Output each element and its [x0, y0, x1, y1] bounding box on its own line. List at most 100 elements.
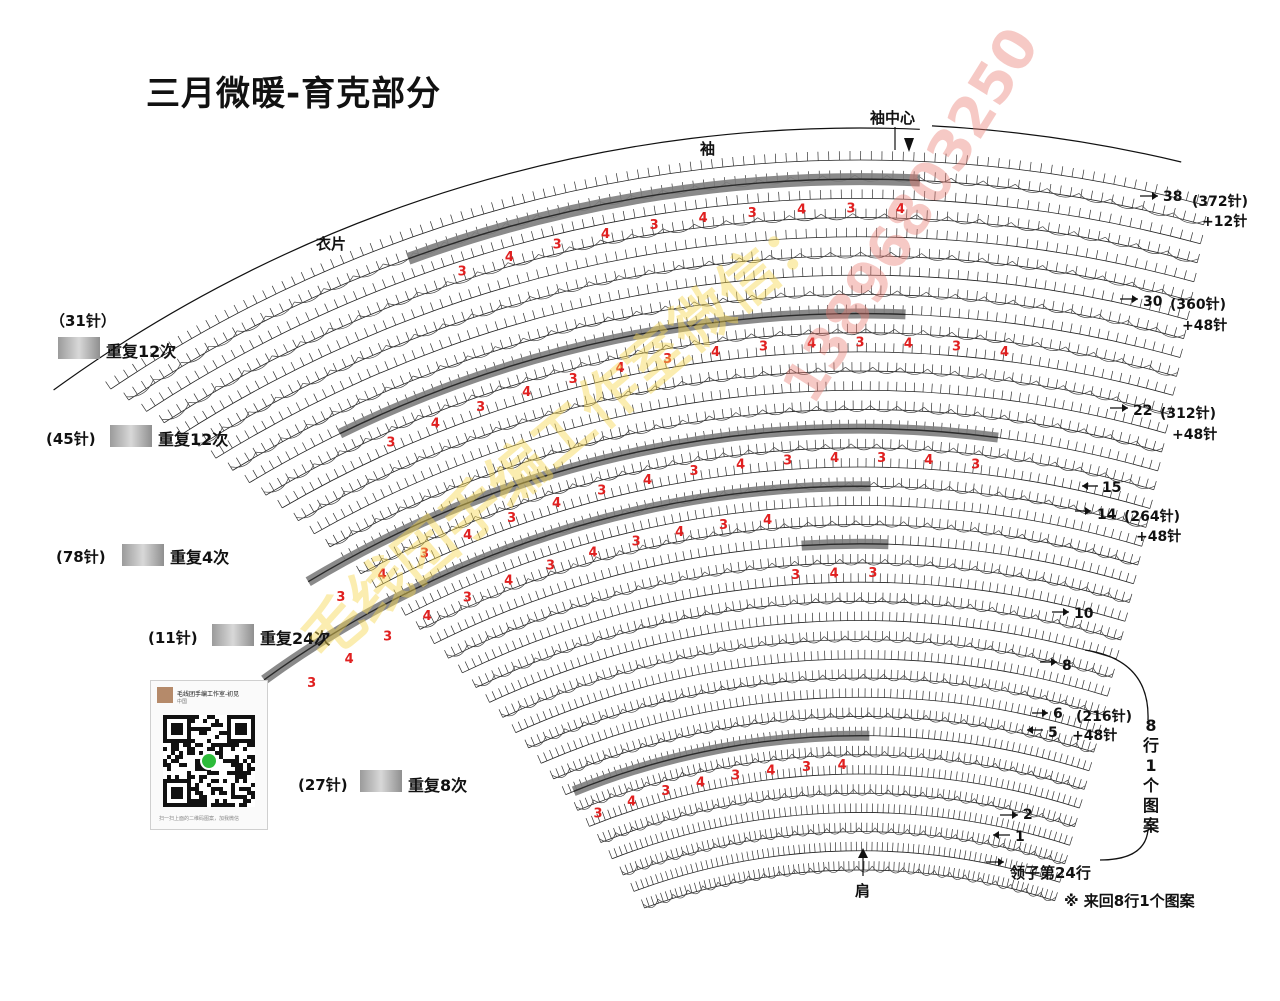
stitch-mark	[689, 647, 692, 657]
stitch-mark	[952, 577, 955, 587]
stitch-mark	[668, 730, 672, 740]
stitch-mark	[957, 347, 959, 357]
stitch-mark	[775, 557, 777, 567]
stitch-mark	[767, 809, 770, 819]
chain-loop	[1054, 461, 1081, 471]
stitch-mark	[972, 715, 975, 725]
chain-loop	[1042, 812, 1060, 822]
chain-loop	[735, 370, 764, 379]
stitch-mark	[700, 802, 704, 812]
stitch-mark	[725, 777, 728, 787]
stitch-mark	[652, 596, 656, 606]
stitch-mark	[549, 749, 554, 759]
stitch-mark	[375, 449, 380, 458]
stitch-mark	[812, 689, 815, 699]
stitch-mark	[1027, 627, 1031, 637]
stitch-mark	[1037, 201, 1040, 211]
stitch-mark	[973, 696, 976, 706]
stitch-mark	[429, 614, 435, 623]
stitch-mark	[758, 462, 760, 473]
stitch-mark	[512, 396, 516, 405]
repeat-stitches-5: (27针)	[298, 776, 348, 794]
chain-loop	[681, 376, 710, 386]
stitch-mark	[610, 389, 614, 399]
stitch-mark	[422, 617, 428, 627]
stitch-mark	[1145, 518, 1149, 528]
qr-module	[215, 719, 219, 723]
stitch-mark	[399, 231, 404, 241]
chain-loop	[622, 703, 643, 713]
qr-module	[191, 787, 195, 791]
stitch-mark	[363, 561, 369, 571]
stitch-mark	[977, 638, 980, 648]
stitch-mark	[588, 355, 592, 365]
stitch-mark	[932, 537, 935, 547]
stitch-mark	[1054, 871, 1058, 881]
chain-loop	[732, 797, 751, 806]
stitch-mark	[957, 270, 960, 280]
stitch-mark	[320, 326, 325, 336]
stitch-mark	[309, 503, 315, 513]
chain-loop	[928, 638, 950, 646]
stitch-mark	[628, 366, 631, 376]
stitch-mark	[621, 230, 624, 240]
stitch-mark	[1065, 755, 1069, 764]
chain-loop	[498, 377, 527, 389]
stitch-mark	[963, 811, 966, 821]
stitch-mark	[928, 268, 930, 278]
stitch-mark	[1109, 489, 1113, 498]
stitch-mark	[771, 635, 774, 645]
stitch-mark	[957, 289, 959, 299]
qr-module	[179, 763, 183, 767]
chain-loop	[657, 894, 674, 903]
stitch-mark	[986, 195, 988, 205]
chain-loop	[500, 296, 531, 308]
stitch-mark	[788, 768, 791, 778]
stitch-mark	[738, 833, 741, 843]
stitch-mark	[477, 286, 482, 296]
stitch-count-number: 3	[661, 784, 670, 799]
row-38-label: 38	[1163, 189, 1183, 205]
stitch-mark	[1110, 608, 1114, 618]
qr-module	[191, 747, 195, 751]
stitch-mark	[1037, 473, 1040, 483]
chain-loop	[949, 640, 971, 648]
stitch-mark	[435, 361, 440, 371]
stitch-mark	[1040, 788, 1044, 797]
stitch-mark	[790, 383, 792, 393]
stitch-mark	[1018, 509, 1021, 519]
stitch-mark	[1051, 731, 1055, 741]
stitch-mark	[972, 483, 975, 493]
stitch-mark	[1004, 858, 1008, 868]
stitch-mark	[1133, 535, 1138, 545]
chain-loop	[870, 405, 898, 413]
stitch-mark	[752, 559, 755, 570]
qr-module	[231, 743, 235, 747]
stitch-mark	[460, 251, 465, 261]
stitch-mark	[1004, 487, 1007, 497]
stitch-mark	[641, 579, 645, 589]
stitch-mark	[935, 826, 937, 836]
stitch-mark	[772, 269, 775, 279]
qr-module	[235, 763, 239, 767]
stitch-mark	[773, 211, 775, 221]
stitch-count-number: 3	[458, 264, 467, 279]
stitch-mark	[1101, 290, 1105, 300]
stitch-mark	[419, 408, 424, 418]
stitch-mark	[924, 613, 926, 623]
stitch-mark	[665, 711, 669, 721]
stitch-mark	[249, 340, 255, 349]
stitch-mark	[598, 590, 602, 600]
stitch-mark	[567, 783, 572, 793]
stitch-mark	[682, 220, 685, 230]
stitch-mark	[277, 477, 283, 487]
stitch-mark	[700, 353, 703, 363]
stitch-mark	[1104, 271, 1107, 281]
stitch-mark	[767, 519, 770, 529]
stitch-mark	[817, 804, 819, 814]
stitch-mark	[310, 330, 316, 340]
stitch-mark	[530, 674, 535, 684]
qr-module	[207, 771, 211, 775]
stitch-mark	[1025, 804, 1029, 814]
row-22-increase: +48针	[1172, 427, 1218, 443]
